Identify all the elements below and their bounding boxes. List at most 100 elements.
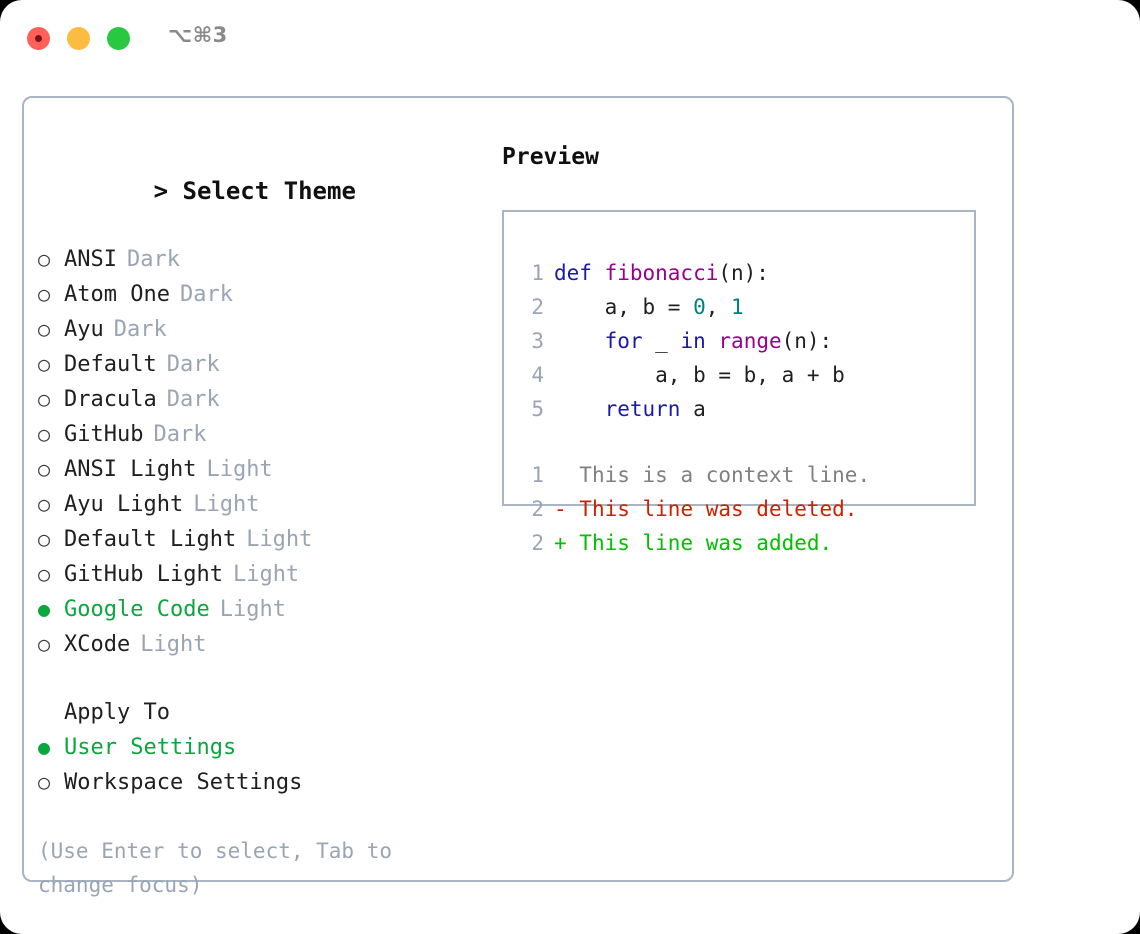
diff-line-del: 2- This line was deleted.: [518, 492, 974, 526]
select-theme-heading: > Select Theme: [38, 140, 488, 242]
apply-to-heading: Apply To: [64, 700, 170, 725]
theme-variant-badge: Dark: [179, 282, 233, 307]
diff-line-add: 2+ This line was added.: [518, 526, 974, 560]
code-token-kw: in: [680, 329, 706, 353]
radio-unselected-icon: ○: [38, 562, 51, 586]
line-number: 2: [531, 531, 544, 555]
theme-variant-badge: Light: [246, 527, 313, 552]
line-number: 2: [531, 295, 544, 319]
apply-to-option-workspace-settings[interactable]: ○ Workspace Settings: [38, 765, 488, 800]
close-icon: [35, 35, 42, 42]
radio-unselected-icon: ○: [38, 247, 51, 271]
theme-option-label: Default: [64, 352, 157, 377]
theme-variant-badge: Dark: [126, 247, 180, 272]
theme-variant-badge: Light: [219, 597, 286, 622]
line-number: 1: [531, 261, 544, 285]
theme-option-label: Ayu Light: [64, 492, 184, 517]
theme-option-atom-one[interactable]: ○ Atom One Dark: [38, 277, 488, 312]
code-line: 2 a, b = 0, 1: [518, 290, 974, 324]
minimize-window-button[interactable]: [67, 27, 90, 50]
theme-variant-badge: Light: [232, 562, 300, 587]
diff-marker: -: [554, 497, 567, 521]
code-token-txt: a, b = b, a + b: [554, 363, 845, 387]
theme-option-label: GitHub: [64, 422, 144, 447]
code-token-kw: for: [604, 329, 643, 353]
radio-unselected-icon: ○: [38, 492, 51, 516]
code-line: 4 a, b = b, a + b: [518, 358, 974, 392]
radio-unselected-icon: ○: [38, 352, 51, 376]
theme-option-label: Ayu: [64, 317, 104, 342]
code-diff-spacer: [518, 426, 974, 458]
code-token-kw: return: [604, 397, 681, 421]
theme-variant-badge: Light: [193, 492, 260, 517]
line-number: 3: [531, 329, 544, 353]
theme-option-label: Google Code: [64, 597, 210, 622]
code-token-kw: def: [554, 261, 605, 285]
theme-option-ansi-light[interactable]: ○ ANSI Light Light: [38, 452, 488, 487]
radio-unselected-icon: ○: [38, 387, 51, 411]
code-token-txt: (n):: [781, 329, 833, 353]
line-number: 4: [531, 363, 544, 387]
theme-option-github-light[interactable]: ○ GitHub Light Light: [38, 557, 488, 592]
theme-option-github[interactable]: ○ GitHub Dark: [38, 417, 488, 452]
theme-option-label: Atom One: [64, 282, 170, 307]
diff-marker: [554, 458, 567, 492]
diff-line-ctx: 1 This is a context line.: [518, 458, 974, 492]
radio-unselected-icon: ○: [38, 457, 51, 481]
diff-text: This line was added.: [566, 531, 833, 555]
list-spacer: [38, 662, 488, 696]
window-title: ⌥⌘3: [168, 23, 228, 47]
radio-unselected-icon: ○: [38, 770, 51, 794]
radio-unselected-icon: ○: [38, 527, 51, 551]
code-token-txt: [706, 324, 719, 358]
radio-selected-icon: ●: [38, 735, 51, 759]
theme-variant-badge: Dark: [166, 387, 220, 412]
apply-to-option-label: Workspace Settings: [64, 770, 303, 795]
code-token-txt: a, b =: [554, 295, 694, 319]
theme-option-default-light[interactable]: ○ Default Light Light: [38, 522, 488, 557]
close-window-button[interactable]: [27, 27, 50, 50]
theme-variant-badge: Light: [140, 632, 207, 657]
radio-unselected-icon: ○: [38, 422, 51, 446]
theme-variant-badge: Light: [206, 457, 273, 482]
theme-option-label: GitHub Light: [64, 562, 223, 587]
theme-option-ayu-light[interactable]: ○ Ayu Light Light: [38, 487, 488, 522]
theme-option-label: Default Light: [64, 527, 237, 552]
theme-variant-badge: Dark: [153, 422, 207, 447]
code-token-num: 0: [693, 295, 706, 319]
theme-option-label: ANSI Light: [64, 457, 197, 482]
title-bar: ⌥⌘3: [0, 0, 1140, 78]
apply-to-list: ●User Settings ○ Workspace Settings: [38, 730, 488, 800]
code-line: 1 def fibonacci(n):: [518, 256, 974, 290]
diff-text: This line was deleted.: [566, 497, 858, 521]
theme-option-google-code[interactable]: ● Google Code Light: [38, 592, 488, 627]
radio-selected-icon: ●: [38, 597, 51, 621]
code-token-txt: [554, 324, 605, 358]
code-token-txt: (n):: [718, 261, 769, 285]
zoom-window-button[interactable]: [107, 27, 130, 50]
diff-sample: 1 This is a context line.2- This line wa…: [518, 458, 974, 560]
select-theme-label: Select Theme: [182, 177, 356, 205]
code-token-txt: ,: [705, 295, 732, 319]
theme-option-label: XCode: [64, 632, 131, 657]
apply-to-option-user-settings[interactable]: ●User Settings: [38, 730, 488, 765]
code-token-txt: _: [642, 329, 681, 353]
code-token-txt: [554, 392, 605, 426]
code-token-fn: range: [718, 329, 782, 353]
code-line: 5 return a: [518, 392, 974, 426]
preview-heading: Preview: [502, 144, 599, 170]
radio-unselected-icon: ○: [38, 282, 51, 306]
code-token-fn: fibonacci: [604, 261, 719, 285]
